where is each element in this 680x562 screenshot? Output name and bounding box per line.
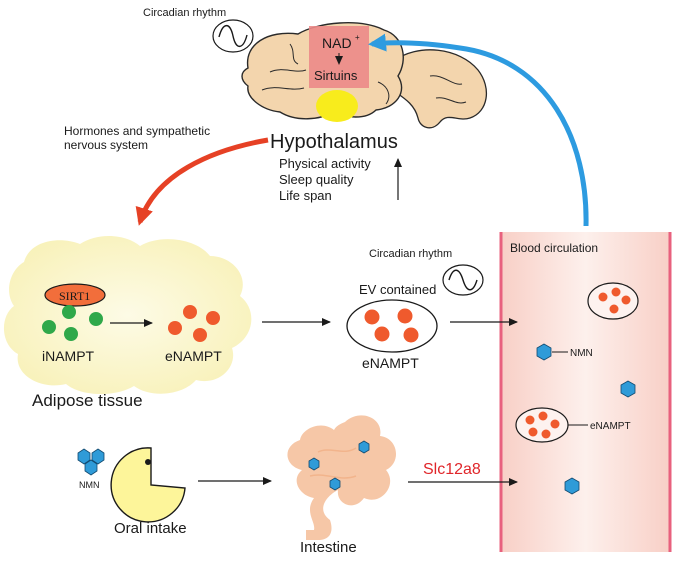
blood-vessel: Blood circulation NMN eNAMPT (499, 232, 672, 552)
adipose-tissue-label: Adipose tissue (32, 391, 143, 410)
enampt-dot (403, 327, 419, 343)
enampt-dot (397, 308, 413, 324)
hypothalamus-to-adipose-arrow (135, 137, 269, 226)
nmn-blood-label: NMN (570, 348, 593, 359)
inampt-label: iNAMPT (42, 348, 95, 364)
hypothalamus-spot (316, 90, 358, 122)
enampt-dot (525, 415, 535, 425)
intestine-label: Intestine (300, 539, 357, 556)
brain-sulcus (435, 97, 467, 104)
brain-sulcus (261, 87, 305, 91)
nmn-hexagon-intestine (358, 440, 370, 454)
inampt-dot (89, 312, 103, 326)
blood-ev-bottom (515, 407, 569, 443)
enampt-dot (598, 292, 608, 302)
nmn-hexagon-blood (536, 343, 552, 361)
nad-superscript: + (355, 33, 360, 42)
enampt-ev-label: eNAMPT (362, 355, 419, 371)
hormones-label-line1: Hormones and sympathetic (64, 124, 210, 138)
enampt-dot (611, 287, 621, 297)
nmn-hexagon-cluster (77, 448, 105, 476)
brain-sulcus (377, 81, 390, 105)
enampt-dot (621, 295, 631, 305)
ev-contained-label: EV contained (359, 282, 436, 297)
enampt-dot (550, 419, 560, 429)
inampt-dot (62, 305, 76, 319)
enampt-blood-label: eNAMPT (590, 421, 631, 432)
sirt1-label: SIRT1 (59, 289, 90, 303)
hormones-label-line2: nervous system (64, 138, 148, 152)
sirt1-badge: SIRT1 (44, 283, 106, 307)
sleep-quality-label: Sleep quality (279, 172, 354, 187)
enampt-dot (364, 309, 380, 325)
sine-wave-icon (448, 269, 478, 291)
slc12a8-label: Slc12a8 (423, 461, 481, 478)
sine-wave-icon (218, 24, 248, 48)
circadian-rhythm-top-label: Circadian rhythm (143, 7, 226, 19)
brain-cerebellum (389, 49, 488, 129)
enampt-dot (538, 411, 548, 421)
circadian-rhythm-mid-label: Circadian rhythm (369, 248, 452, 260)
pacman-eye (145, 459, 151, 465)
oral-intake-label: Oral intake (114, 520, 187, 537)
nmn-hexagon-blood (620, 380, 636, 398)
brain-sulcus (269, 69, 307, 73)
enampt-dot (541, 429, 551, 439)
brain-sulcus (289, 43, 299, 65)
enampt-dot (609, 304, 619, 314)
enampt-dot (183, 305, 197, 319)
nmn-oral-label: NMN (79, 480, 100, 490)
enampt-dot (193, 328, 207, 342)
enampt-dot (528, 427, 538, 437)
nmn-hexagon-intestine (308, 457, 320, 471)
inampt-dot (64, 327, 78, 341)
inampt-dot (42, 320, 56, 334)
blood-circulation-label: Blood circulation (510, 241, 598, 255)
nad-label: NAD (322, 35, 352, 51)
sirtuins-label: Sirtuins (314, 68, 358, 83)
brain-sulcus (429, 75, 463, 85)
pacman-mouth-icon (110, 447, 186, 523)
life-span-label: Life span (279, 188, 332, 203)
blood-to-nad-arrow (368, 33, 589, 227)
intestine-fold (309, 447, 357, 479)
nmn-hexagon-blood (564, 477, 580, 495)
enampt-dot (168, 321, 182, 335)
nmn-hexagon-intestine (329, 477, 341, 491)
hypothalamus-label: Hypothalamus (270, 131, 398, 153)
enampt-dot (374, 326, 390, 342)
adipose-tissue-blob (3, 235, 252, 395)
physical-activity-label: Physical activity (279, 156, 371, 171)
ev-vesicle (346, 299, 438, 353)
enampt-dot (206, 311, 220, 325)
blood-vessel-body (500, 232, 671, 552)
blood-ev-top (587, 282, 639, 320)
enampt-adipose-label: eNAMPT (165, 348, 222, 364)
brain: NAD + Sirtuins (241, 22, 488, 129)
